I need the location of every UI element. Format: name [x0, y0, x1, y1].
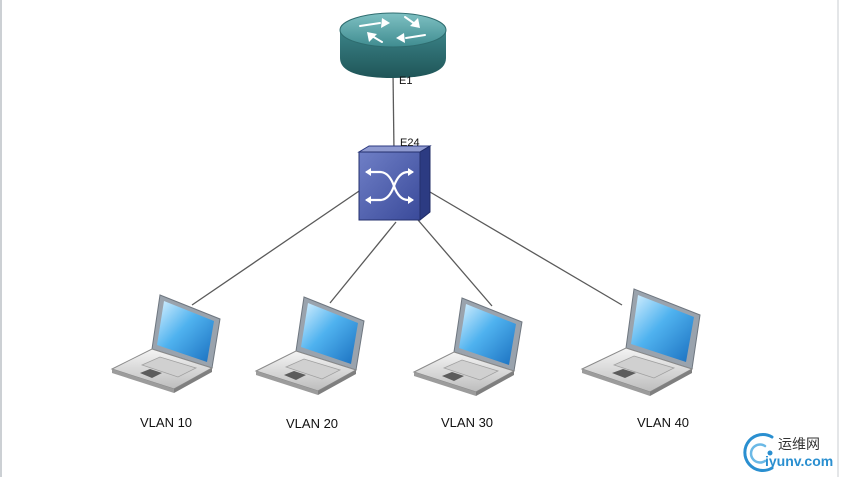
link-switch-vlan10 — [191, 186, 366, 306]
watermark-line2: iyunv.com — [765, 453, 833, 469]
host-label-vlan10: VLAN 10 — [140, 415, 192, 430]
host-label-vlan40: VLAN 40 — [637, 415, 689, 430]
router-icon — [339, 12, 447, 78]
switch-icon — [357, 145, 432, 222]
laptop-icon — [110, 294, 221, 393]
watermark-logo-icon — [743, 433, 774, 472]
watermark: 运维网 iyunv.com — [743, 433, 833, 472]
link-switch-vlan20 — [329, 221, 397, 304]
watermark-line1: 运维网 — [778, 437, 820, 453]
link-router-switch — [392, 71, 395, 153]
laptop-icon — [412, 297, 523, 396]
laptop-icon — [580, 288, 701, 396]
router-port-label: E1 — [399, 75, 412, 87]
link-switch-vlan40 — [429, 191, 623, 306]
links — [191, 71, 623, 307]
switch-port-label: E24 — [400, 137, 420, 149]
host-label-vlan30: VLAN 30 — [441, 415, 493, 430]
link-switch-vlan30 — [417, 219, 493, 307]
laptop-icon — [254, 296, 365, 395]
host-label-vlan20: VLAN 20 — [286, 416, 338, 431]
